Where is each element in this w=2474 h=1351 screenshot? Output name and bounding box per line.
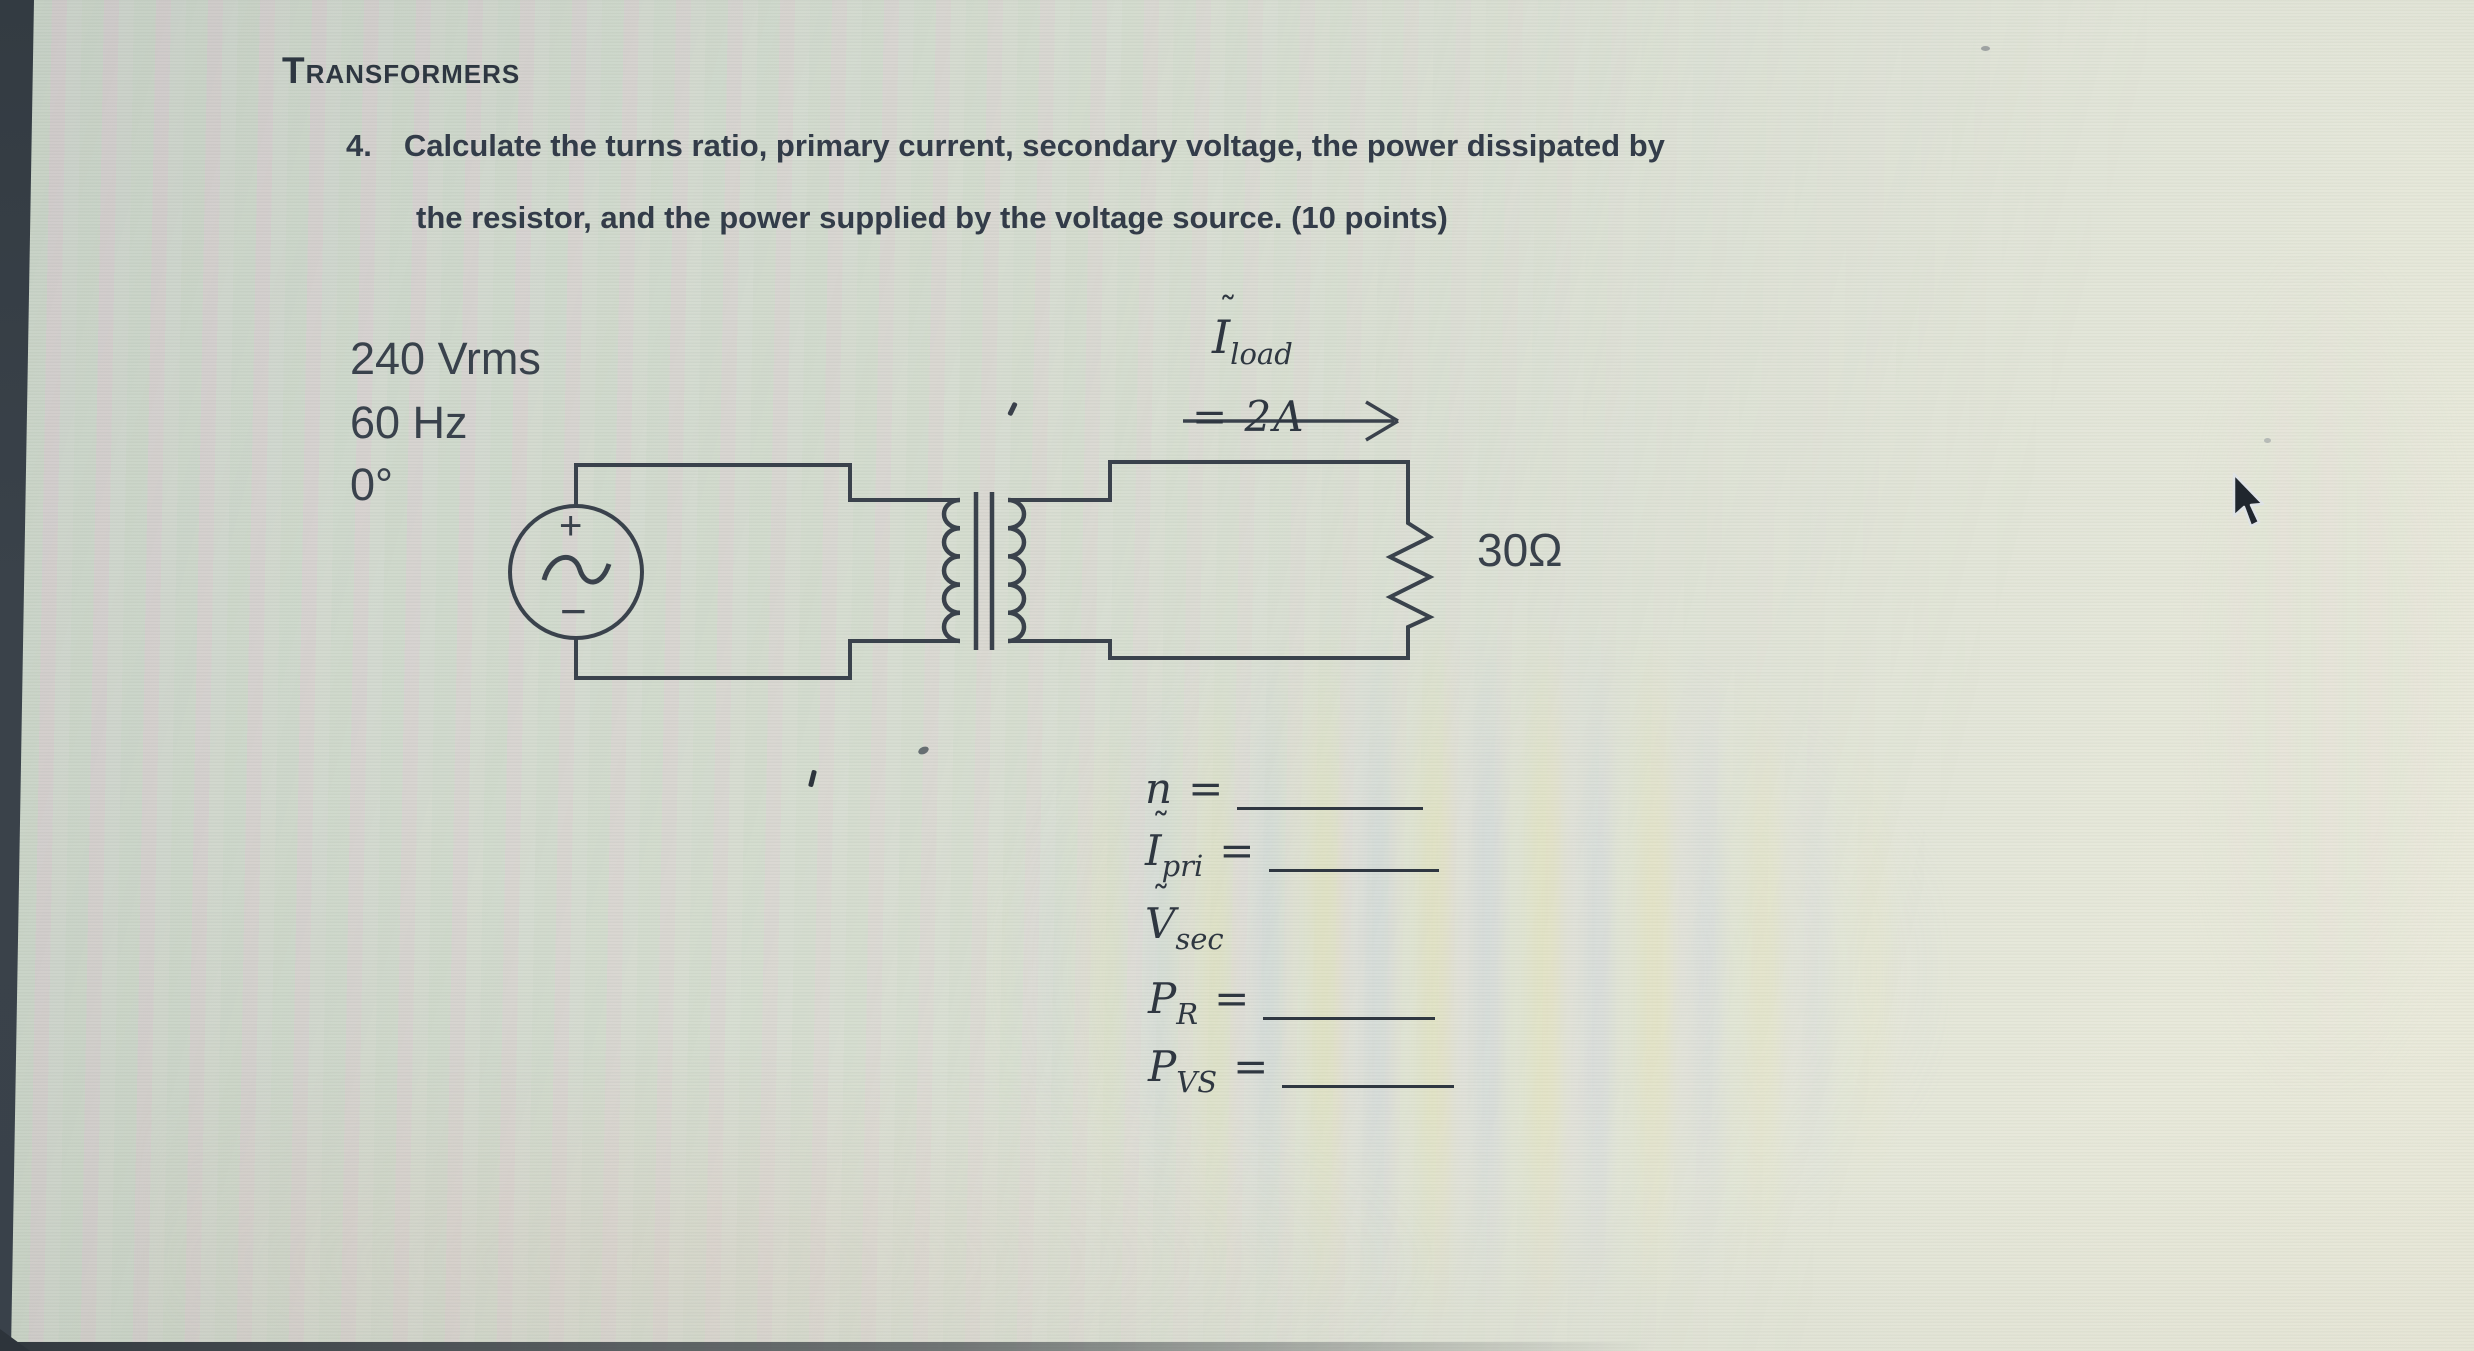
equals-sign: = bbox=[1214, 974, 1250, 1023]
moire-right-patch bbox=[2180, 250, 2474, 1100]
answer-symbol-vsec: V bbox=[1145, 899, 1176, 948]
monitor-left-bezel bbox=[0, 0, 34, 1351]
circuit-diagram bbox=[508, 400, 1435, 680]
answer-symbol-pr: P bbox=[1148, 974, 1177, 1023]
answer-subscript-ipri: pri bbox=[1161, 849, 1204, 883]
equals-sign: = bbox=[1219, 826, 1255, 875]
monitor-bottom-bezel bbox=[0, 1342, 1720, 1351]
tilde-mark: ˜ bbox=[1219, 291, 1237, 332]
page-title: Transformers bbox=[282, 50, 521, 91]
problem-number: 4. bbox=[346, 128, 372, 163]
answer-row-pvs: PVS= bbox=[1148, 1046, 1455, 1099]
answer-blank-ipri bbox=[1268, 869, 1439, 872]
moire-rainbow-patch bbox=[980, 620, 1960, 1320]
tilde-mark: ˜ bbox=[1152, 880, 1170, 921]
source-phase-label: 0° bbox=[350, 459, 394, 510]
resistor-value-label: 30Ω bbox=[1477, 524, 1563, 576]
equals-sign: = bbox=[1188, 764, 1224, 813]
secondary-coil-icon bbox=[1007, 497, 1027, 644]
answer-row-n: n= bbox=[1145, 768, 1424, 810]
answer-blank-pr bbox=[1263, 1017, 1436, 1020]
answer-subscript-pr: R bbox=[1176, 997, 1199, 1031]
source-plus-sign: + bbox=[559, 504, 583, 548]
answer-symbol-pvs: P bbox=[1148, 1042, 1177, 1091]
secondary-loop-wire bbox=[1008, 460, 1435, 660]
problem-text-1: Calculate the turns ratio, primary curre… bbox=[403, 128, 1665, 163]
primary-wire-bottom bbox=[574, 638, 960, 680]
answer-row-ipri: ˜Ipri = bbox=[1145, 810, 1439, 883]
source-frequency-label: 60 Hz bbox=[350, 397, 468, 448]
answer-symbol-ipri: I bbox=[1145, 826, 1162, 875]
crossed-out-current-value: = 2A bbox=[1192, 392, 1306, 441]
problem-line-2: the resistor, and the power supplied by … bbox=[416, 200, 1448, 235]
load-current-symbol: I bbox=[1212, 310, 1231, 364]
source-voltage-label: 240 Vrms bbox=[350, 333, 541, 384]
source-minus-sign: − bbox=[560, 585, 587, 637]
dust-speck bbox=[2264, 438, 2271, 443]
primary-coil-icon bbox=[941, 497, 961, 644]
answer-subscript-vsec: sec bbox=[1175, 922, 1224, 956]
mouse-cursor-icon bbox=[2232, 472, 2265, 528]
equals-sign: = bbox=[1233, 1042, 1269, 1091]
ac-sine-icon bbox=[541, 554, 612, 585]
answer-subscript-pvs: VS bbox=[1176, 1065, 1218, 1099]
dust-speck bbox=[808, 769, 817, 788]
load-current-subscript: load bbox=[1230, 337, 1293, 371]
dust-speck bbox=[1981, 46, 1990, 51]
answer-blank-n bbox=[1237, 807, 1424, 810]
transformer-core-icon bbox=[973, 492, 995, 650]
answer-row-vsec: ˜Vsec bbox=[1145, 883, 1224, 956]
tilde-mark: ˜ bbox=[1152, 807, 1170, 848]
answer-blank-pvs bbox=[1282, 1085, 1455, 1088]
current-arrow-icon bbox=[1183, 400, 1399, 442]
primary-wire-top bbox=[574, 463, 960, 506]
problem-line-1: 4. Calculate the turns ratio, primary cur… bbox=[346, 128, 1665, 164]
dust-speck bbox=[917, 745, 930, 756]
load-current-label: ˜Iload bbox=[1212, 294, 1293, 371]
answer-symbol-n: n bbox=[1145, 764, 1173, 813]
answer-row-pr: PR= bbox=[1148, 978, 1436, 1031]
